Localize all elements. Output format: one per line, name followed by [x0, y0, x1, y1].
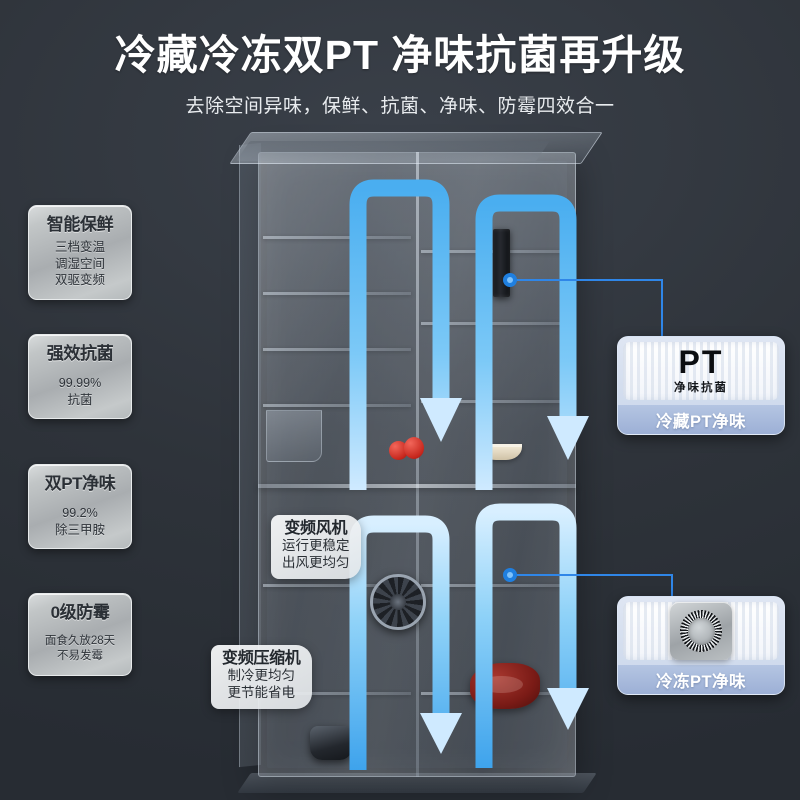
feature-line: 99.2%: [62, 506, 98, 521]
shelf: [263, 692, 411, 695]
fan-icon: [370, 574, 426, 630]
meat-icon: [470, 663, 540, 709]
feature-line: 抗菌: [67, 392, 93, 407]
shelf: [263, 348, 411, 351]
shelf: [421, 400, 571, 403]
callout-title: 变频压缩机: [222, 650, 301, 667]
feature-title: 0级防霉: [50, 603, 110, 622]
shelf: [263, 404, 411, 407]
feature-box-antibacterial[interactable]: 强效抗菌 99.99% 抗菌: [28, 334, 132, 420]
feature-box-antimold[interactable]: 0级防霉 面食久放28天 不易发霉: [28, 593, 132, 676]
crisper-drawer: [266, 410, 322, 462]
page-title: 冷藏冷冻双PT 净味抗菌再升级: [114, 32, 686, 78]
feature-line: 99.99%: [58, 376, 102, 391]
feature-title: 强效抗菌: [46, 344, 114, 363]
shelf: [421, 322, 571, 325]
callout-inverter-fan[interactable]: 变频风机 运行更稳定 出风更均匀: [271, 515, 361, 579]
header: 冷藏冷冻双PT 净味抗菌再升级 去除空间异味，保鲜、抗菌、净味、防霉四效合一: [0, 0, 800, 118]
pt-logo-subtext: 净味抗菌: [674, 381, 728, 394]
callout-line: 运行更稳定: [282, 538, 350, 554]
feature-line: 除三甲胺: [54, 522, 105, 537]
feature-line: 面食久放28天: [44, 635, 116, 648]
compressor-icon: [310, 726, 352, 760]
shelf: [263, 236, 411, 239]
callout-line: 制冷更均匀: [227, 668, 296, 684]
feature-box-smart-preservation[interactable]: 智能保鲜 三档变温 调湿空间 双驱变频: [28, 205, 132, 300]
shelf: [263, 584, 411, 587]
fridge-top-inner: [236, 141, 550, 161]
feature-box-dual-pt-deodorize[interactable]: 双PT净味 99.2% 除三甲胺: [28, 464, 132, 550]
badge-fridge-pt[interactable]: PT 净味抗菌 冷藏PT净味: [617, 336, 785, 435]
page-subtitle: 去除空间异味，保鲜、抗菌、净味、防霉四效合一: [185, 96, 615, 118]
badge-label: 冷藏PT净味: [618, 405, 784, 434]
shelf: [421, 584, 571, 587]
badge-label: 冷冻PT净味: [618, 665, 784, 694]
door-divider: [416, 152, 419, 777]
callout-line: 更节能省电: [227, 685, 296, 701]
feature-line: 不易发霉: [57, 650, 103, 663]
pt-module-icon: [493, 229, 510, 297]
feature-title: 双PT净味: [44, 474, 116, 493]
callout-inverter-compressor[interactable]: 变频压缩机 制冷更均匀 更节能省电: [211, 645, 312, 709]
feature-title: 智能保鲜: [46, 215, 114, 234]
callout-title: 变频风机: [284, 520, 348, 537]
pt-filter-module-icon: [670, 602, 732, 660]
compartment-divider: [258, 484, 576, 488]
callout-line: 出风更均匀: [282, 555, 350, 571]
pt-logo-text: PT: [678, 344, 724, 381]
filter-ring-icon: [680, 610, 722, 652]
pt-logo-panel: PT 净味抗菌: [623, 342, 779, 400]
badge-freezer-pt[interactable]: 冷冻PT净味: [617, 596, 785, 695]
feature-line: 三档变温: [54, 240, 105, 255]
pt-module-panel: [623, 602, 779, 660]
tomato-icon: [389, 437, 424, 461]
feature-line: 双驱变频: [54, 273, 105, 288]
feature-line: 调湿空间: [54, 256, 105, 271]
shelf: [263, 292, 411, 295]
